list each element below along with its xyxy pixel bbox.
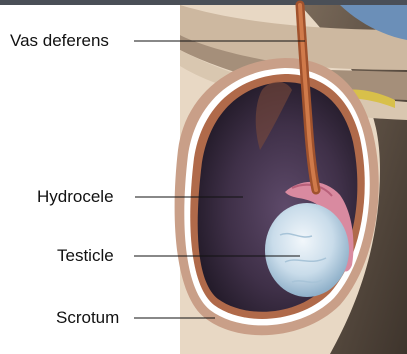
label-vas-deferens: Vas deferens bbox=[10, 31, 109, 51]
testicle-shape bbox=[265, 203, 349, 297]
label-testicle: Testicle bbox=[57, 246, 114, 266]
label-hydrocele: Hydrocele bbox=[37, 187, 114, 207]
label-scrotum: Scrotum bbox=[56, 308, 119, 328]
